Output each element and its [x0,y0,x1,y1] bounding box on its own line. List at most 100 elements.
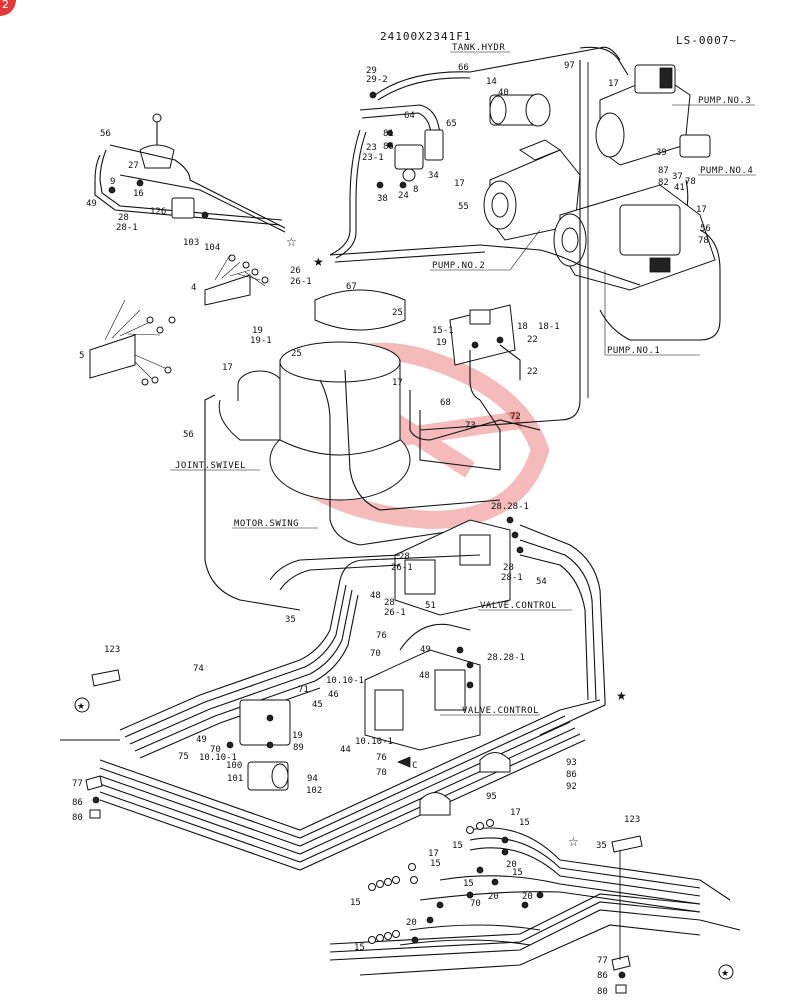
svg-text:78: 78 [698,236,709,246]
svg-text:15: 15 [350,898,361,908]
svg-text:29-2: 29-2 [366,75,388,85]
svg-text:126: 126 [150,207,166,217]
lower-pipe-bundle [329,827,741,976]
svg-text:17: 17 [222,363,233,373]
svg-text:28-1: 28-1 [116,223,138,233]
svg-text:★: ★ [77,702,85,712]
svg-text:24: 24 [398,191,409,201]
svg-text:PUMP.NO.3: PUMP.NO.3 [698,96,751,106]
svg-text:17: 17 [392,378,403,388]
svg-text:92: 92 [566,782,577,792]
svg-text:41: 41 [674,183,685,193]
svg-text:51: 51 [425,601,436,611]
sheet-code: LS-0007~ [676,34,737,47]
svg-text:86: 86 [597,971,608,981]
svg-text:82: 82 [658,178,669,188]
callout-labels: 29 29-2 66 97 14 40 17 64 65 81 86 23 23… [72,61,711,997]
svg-text:29: 29 [366,66,377,76]
block-4 [204,254,269,306]
valve-assembly-left [226,699,291,791]
svg-text:VALVE.CONTROL: VALVE.CONTROL [462,706,539,716]
svg-text:26-1: 26-1 [290,277,312,287]
svg-text:123: 123 [104,645,120,655]
svg-text:★: ★ [616,689,627,703]
svg-text:28.28-1: 28.28-1 [491,502,529,512]
svg-text:28: 28 [384,598,395,608]
svg-text:77: 77 [597,956,608,966]
svg-text:86: 86 [566,770,577,780]
svg-text:28: 28 [399,552,410,562]
svg-text:19: 19 [292,731,303,741]
svg-text:18-1: 18-1 [538,322,560,332]
svg-text:100: 100 [226,761,242,771]
svg-text:70: 70 [210,745,221,755]
svg-text:18: 18 [517,322,528,332]
svg-text:68: 68 [440,398,451,408]
svg-text:★: ★ [721,969,729,979]
svg-text:86: 86 [72,798,83,808]
svg-text:56: 56 [700,224,711,234]
svg-text:103: 103 [183,238,199,248]
svg-text:5: 5 [79,351,84,361]
svg-text:76: 76 [376,753,387,763]
svg-text:101: 101 [227,774,243,784]
svg-text:20: 20 [506,860,517,870]
svg-text:93: 93 [566,758,577,768]
mount-77-80-right [611,850,631,994]
svg-text:95: 95 [486,792,497,802]
svg-text:10.10-1: 10.10-1 [199,753,237,763]
svg-text:44: 44 [340,745,351,755]
svg-text:35: 35 [596,841,607,851]
svg-text:75: 75 [178,752,189,762]
svg-text:66: 66 [458,63,469,73]
svg-text:49: 49 [420,645,431,655]
motor-swing: MOTOR.SWING [232,289,411,529]
svg-text:17: 17 [608,79,619,89]
svg-text:22: 22 [527,335,538,345]
svg-text:80: 80 [72,813,83,823]
svg-text:22: 22 [527,367,538,377]
svg-text:104: 104 [204,243,220,253]
svg-text:26-1: 26-1 [391,563,413,573]
svg-text:17: 17 [510,808,521,818]
svg-text:20: 20 [522,892,533,902]
svg-text:23: 23 [366,143,377,153]
mount-77-80-left [60,739,120,819]
svg-text:70: 70 [370,649,381,659]
svg-text:27: 27 [128,161,139,171]
svg-text:C: C [412,761,417,771]
svg-text:23-1: 23-1 [362,153,384,163]
part-number: 24100X2341F1 [380,30,471,43]
svg-text:8: 8 [413,185,418,195]
svg-text:15-1: 15-1 [432,326,454,336]
svg-text:38: 38 [377,194,388,204]
svg-text:10.10-1: 10.10-1 [326,676,364,686]
svg-text:94: 94 [307,774,318,784]
joint-swivel: JOINT.SWIVEL [170,370,317,611]
svg-text:48: 48 [419,671,430,681]
svg-text:56: 56 [183,430,194,440]
svg-text:65: 65 [446,119,457,129]
svg-text:97: 97 [564,61,575,71]
svg-text:17: 17 [428,849,439,859]
svg-text:15: 15 [452,841,463,851]
svg-text:46: 46 [328,690,339,700]
tank-hydr-assembly: TANK.HYDR [329,43,621,259]
svg-text:15: 15 [430,859,441,869]
view-c-arrow: C [396,756,417,771]
svg-text:20: 20 [406,918,417,928]
svg-text:39: 39 [656,148,667,158]
svg-text:64: 64 [404,111,415,121]
pipe-clamp [419,752,511,816]
svg-text:70: 70 [376,768,387,778]
svg-text:15: 15 [354,943,365,953]
svg-text:15: 15 [512,868,523,878]
svg-text:123: 123 [624,815,640,825]
svg-text:76: 76 [376,631,387,641]
svg-text:48: 48 [370,591,381,601]
svg-text:10.10-1: 10.10-1 [355,737,393,747]
pilot-lever-assembly [94,113,286,233]
svg-text:☆: ☆ [286,235,297,249]
svg-text:28-1: 28-1 [501,573,523,583]
svg-text:☆: ☆ [568,835,579,849]
